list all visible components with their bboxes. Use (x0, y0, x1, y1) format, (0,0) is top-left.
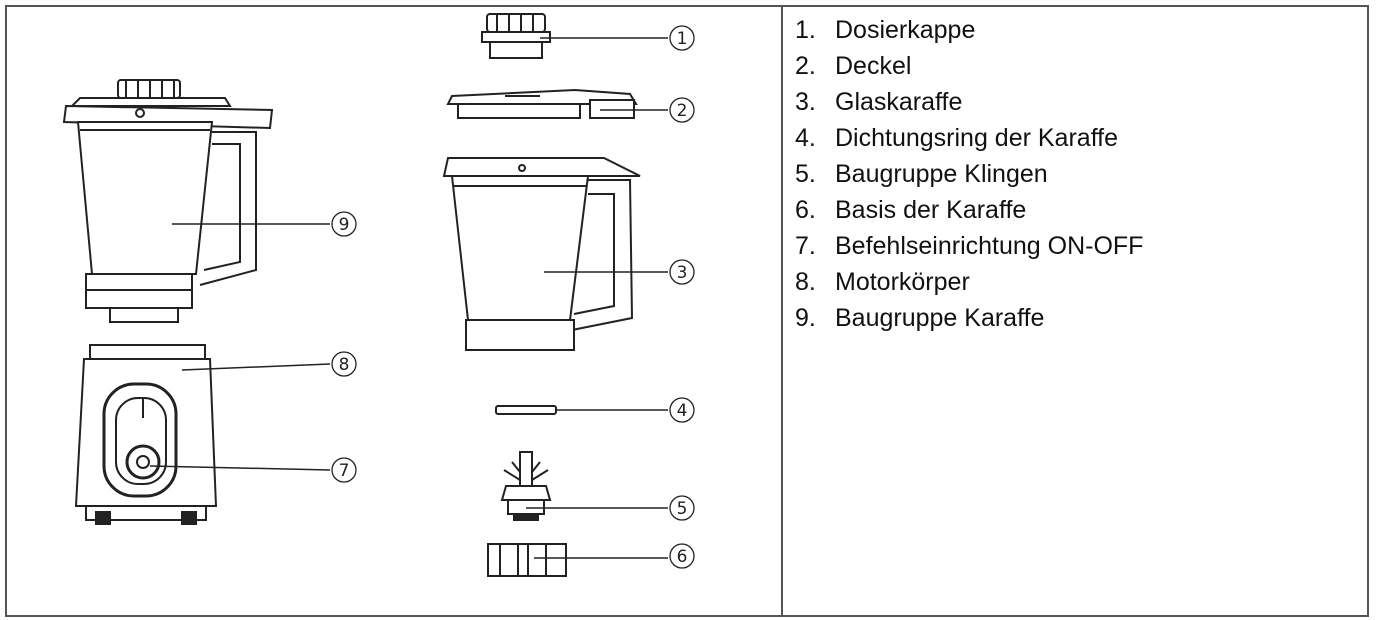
parts-legend: 1.Dosierkappe 2.Deckel 3.Glaskaraffe 4.D… (795, 12, 1143, 336)
sealing-ring-illustration (495, 405, 557, 415)
legend-item: 9.Baugruppe Karaffe (795, 304, 1045, 332)
legend-item: 7.Befehlseinrichtung ON-OFF (795, 232, 1144, 260)
table-frame (5, 5, 1369, 617)
blade-assembly-illustration (500, 451, 552, 521)
legend-label: Dichtungsring der Karaffe (835, 124, 1119, 152)
legend-label: Dosierkappe (835, 16, 976, 44)
motor-body-illustration (74, 344, 218, 525)
callout-2: 2 (677, 101, 688, 121)
legend-label: Basis der Karaffe (835, 196, 1027, 224)
legend-item: 5.Baugruppe Klingen (795, 160, 1048, 188)
legend-item: 6.Basis der Karaffe (795, 196, 1027, 224)
legend-label: Deckel (835, 52, 912, 80)
legend-label: Glaskaraffe (835, 88, 963, 116)
legend-item: 8.Motorkörper (795, 268, 970, 296)
callout-9: 9 (339, 215, 350, 235)
measuring-cap-illustration (481, 13, 551, 59)
legend-item: 4.Dichtungsring der Karaffe (795, 124, 1119, 152)
column-divider (781, 5, 783, 617)
legend-label: Befehlseinrichtung ON-OFF (835, 232, 1144, 260)
callout-3: 3 (677, 263, 688, 283)
jug-base-illustration (487, 543, 567, 577)
legend-item: 3.Glaskaraffe (795, 88, 963, 116)
assembled-jug-illustration (62, 79, 274, 323)
legend-label: Baugruppe Klingen (835, 160, 1048, 188)
callout-4: 4 (677, 401, 688, 421)
lid-illustration (446, 88, 638, 119)
legend-item: 1.Dosierkappe (795, 16, 976, 44)
callout-6: 6 (677, 547, 688, 567)
callout-circles (331, 25, 695, 569)
leader-lines (149, 37, 668, 559)
callout-1: 1 (677, 29, 688, 49)
glass-jug-illustration (442, 157, 641, 351)
callout-7: 7 (339, 461, 350, 481)
legend-item: 2.Deckel (795, 52, 912, 80)
legend-label: Motorkörper (835, 268, 970, 296)
blender-diagram: 1 2 3 4 5 6 7 8 9 (62, 13, 695, 577)
callout-5: 5 (677, 499, 688, 519)
legend-label: Baugruppe Karaffe (835, 304, 1045, 332)
callout-8: 8 (339, 355, 350, 375)
